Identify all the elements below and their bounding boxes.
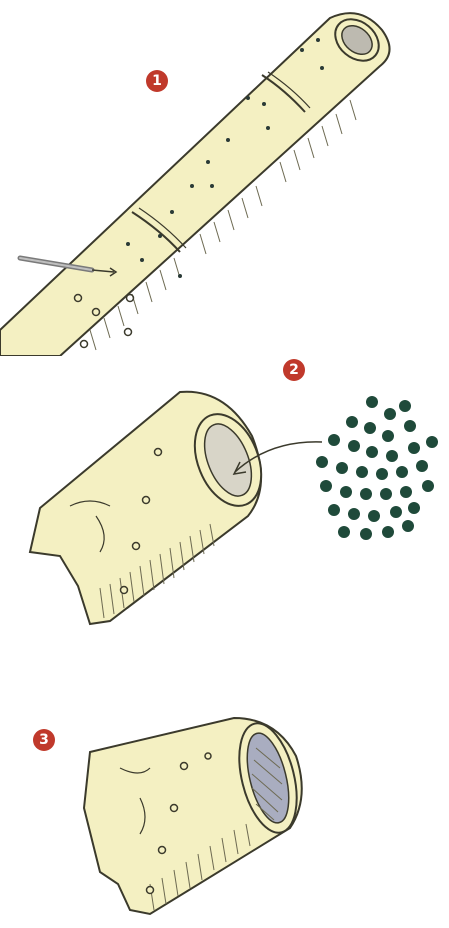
step-number-badge: 3 bbox=[33, 729, 55, 751]
step-3-illustration: 3 bbox=[0, 648, 449, 928]
bamboo-stem bbox=[0, 13, 390, 356]
step-number-badge: 2 bbox=[283, 359, 305, 381]
step-1-illustration: 1 bbox=[0, 0, 449, 356]
bamboo-stem-drilled-icon bbox=[0, 0, 449, 356]
bead-cluster bbox=[316, 396, 438, 540]
step-number-badge: 1 bbox=[146, 70, 168, 92]
bamboo-tube-with-beads-icon bbox=[0, 356, 449, 648]
bamboo-tube-open-end-icon bbox=[0, 648, 449, 928]
step-2-illustration: 2 bbox=[0, 356, 449, 648]
